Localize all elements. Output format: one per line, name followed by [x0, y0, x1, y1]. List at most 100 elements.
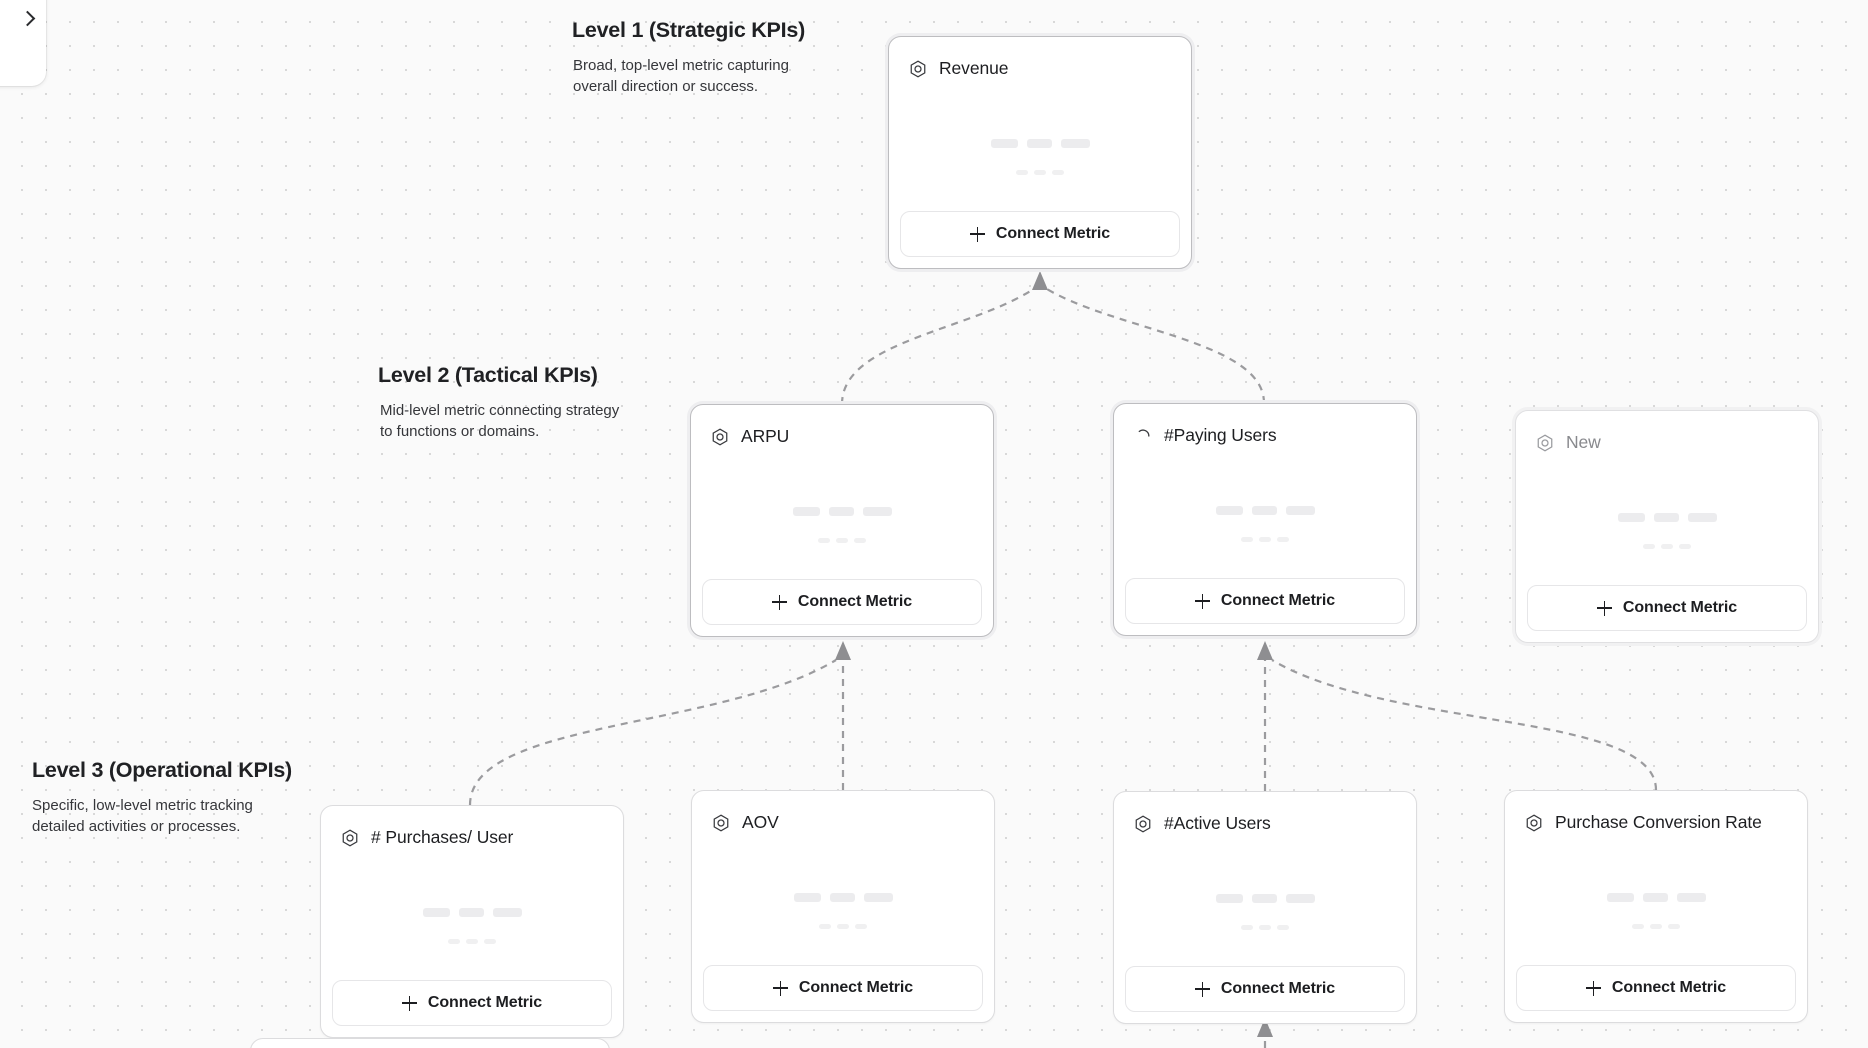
skeleton-bar [829, 893, 855, 903]
skeleton-row-primary [1114, 894, 1416, 904]
kpi-card-header: ARPU [691, 405, 993, 451]
skeleton-bar [1650, 924, 1662, 930]
collapsed-side-panel[interactable] [0, 0, 46, 86]
skeleton-bar [1215, 894, 1243, 904]
loading-spinner-icon [1138, 428, 1150, 437]
skeleton-row-secondary [1114, 925, 1416, 931]
skeleton-bar [854, 538, 866, 544]
kpi-card-title: Revenue [939, 58, 1009, 78]
plus-icon [1585, 980, 1601, 996]
skeleton-bar [836, 538, 848, 544]
plus-icon [1596, 600, 1612, 616]
kpi-card-arpu[interactable]: ARPU Connect Metric [690, 404, 994, 637]
skeleton-bar [1676, 893, 1706, 903]
skeleton-bar [1277, 537, 1289, 543]
hexagon-target-icon [1526, 813, 1542, 832]
level-2-title: Level 2 (Tactical KPIs) [378, 363, 598, 387]
kpi-card-header: #Active Users [1114, 792, 1416, 838]
kpi-card-placeholder-body [889, 83, 1191, 211]
connect-metric-button[interactable]: Connect Metric [703, 965, 983, 1011]
skeleton-row-secondary [1114, 537, 1416, 543]
kpi-card-placeholder-body [1114, 450, 1416, 578]
kpi-card-title: Purchase Conversion Rate [1555, 812, 1762, 832]
connect-metric-button[interactable]: Connect Metric [1125, 966, 1405, 1012]
skeleton-bar [793, 893, 821, 903]
skeleton-bar [1241, 537, 1253, 543]
skeleton-row-secondary [321, 939, 623, 945]
skeleton-row-primary [1114, 506, 1416, 516]
connect-metric-label: Connect Metric [995, 225, 1111, 242]
plus-icon [1194, 593, 1210, 609]
skeleton-bar [466, 939, 478, 945]
skeleton-bar [484, 939, 496, 945]
hexagon-target-icon [910, 59, 926, 78]
skeleton-row-secondary [691, 538, 993, 544]
connect-metric-label: Connect Metric [1220, 592, 1336, 609]
kpi-card-paying-users[interactable]: #Paying Users Connect Metric [1113, 403, 1417, 636]
hexagon-target-icon [1537, 433, 1553, 452]
kpi-card-partial-offscreen[interactable] [250, 1038, 610, 1048]
connect-metric-button[interactable]: Connect Metric [900, 211, 1180, 257]
skeleton-bar [1668, 924, 1680, 930]
connect-metric-button[interactable]: Connect Metric [332, 980, 612, 1026]
kpi-card-placeholder-body [691, 451, 993, 579]
connect-metric-label: Connect Metric [427, 994, 543, 1011]
skeleton-bar [818, 538, 830, 544]
kpi-card-new[interactable]: New Connect Metric [1515, 410, 1819, 643]
kpi-card-purchases-per-user[interactable]: # Purchases/ User Connect Metric [320, 805, 624, 1038]
skeleton-bar [1687, 513, 1717, 523]
skeleton-row-secondary [692, 924, 994, 930]
skeleton-bar [448, 939, 460, 945]
kpi-card-placeholder-body [1505, 837, 1807, 965]
chevron-right-icon[interactable] [19, 10, 36, 27]
hexagon-target-icon [342, 828, 358, 847]
hexagon-target-icon [1135, 814, 1151, 833]
hexagon-target-icon [713, 813, 729, 832]
skeleton-bar [492, 908, 522, 918]
kpi-card-placeholder-body [1516, 457, 1818, 585]
level-1-label-group: Level 1 (Strategic KPIs) Broad, top-leve… [572, 18, 817, 98]
level-2-label-group: Level 2 (Tactical KPIs) Mid-level metric… [378, 363, 626, 443]
skeleton-row-primary [1505, 893, 1807, 903]
connect-metric-label: Connect Metric [797, 593, 913, 610]
skeleton-bar [1241, 925, 1253, 931]
kpi-card-purchase-conversion-rate[interactable]: Purchase Conversion Rate Connect Metric [1504, 790, 1808, 1023]
kpi-card-header: Revenue [889, 37, 1191, 83]
skeleton-bar [1661, 544, 1673, 550]
connect-metric-button[interactable]: Connect Metric [702, 579, 982, 625]
skeleton-bar [1606, 893, 1634, 903]
skeleton-bar [1642, 893, 1668, 903]
skeleton-bar [1215, 506, 1243, 516]
skeleton-bar [1251, 894, 1277, 904]
kpi-card-header: #Paying Users [1114, 404, 1416, 450]
kpi-card-title: # Purchases/ User [371, 827, 514, 847]
skeleton-row-primary [691, 507, 993, 517]
connect-metric-label: Connect Metric [1622, 599, 1738, 616]
connect-metric-label: Connect Metric [1220, 980, 1336, 997]
connect-metric-button[interactable]: Connect Metric [1125, 578, 1405, 624]
plus-icon [1194, 981, 1210, 997]
skeleton-bar [422, 908, 450, 918]
connect-metric-button[interactable]: Connect Metric [1516, 965, 1796, 1011]
connect-metric-label: Connect Metric [1611, 979, 1727, 996]
kpi-card-active-users[interactable]: #Active Users Connect Metric [1113, 791, 1417, 1024]
skeleton-bar [1016, 170, 1028, 176]
kpi-card-title: ARPU [741, 426, 790, 446]
kpi-card-aov[interactable]: AOV Connect Metric [691, 790, 995, 1023]
skeleton-row-primary [1516, 513, 1818, 523]
kpi-card-title: #Active Users [1164, 813, 1271, 833]
skeleton-bar [863, 893, 893, 903]
kpi-card-revenue[interactable]: Revenue Connect Metric [888, 36, 1192, 269]
skeleton-bar [990, 139, 1018, 149]
skeleton-bar [1643, 544, 1655, 550]
skeleton-bar [862, 507, 892, 517]
kpi-card-header: New [1516, 411, 1818, 457]
level-1-description: Broad, top-level metric capturing overal… [573, 57, 789, 96]
skeleton-row-secondary [1505, 924, 1807, 930]
connect-metric-button[interactable]: Connect Metric [1527, 585, 1807, 631]
level-3-description: Specific, low-level metric tracking deta… [32, 797, 253, 836]
skeleton-bar [828, 507, 854, 517]
level-3-label-group: Level 3 (Operational KPIs) Specific, low… [32, 758, 292, 838]
hexagon-target-icon [712, 427, 728, 446]
